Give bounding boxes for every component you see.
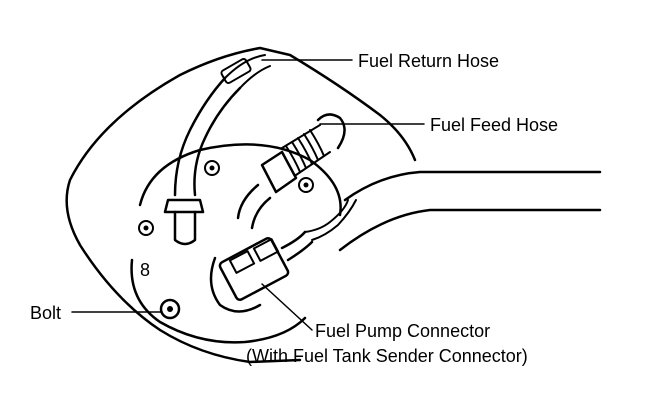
leader-line-fuel-pump-connector	[261, 283, 313, 331]
label-fuel-pump-connector: Fuel Pump Connector	[315, 321, 490, 341]
bolt-marking-text: 8	[140, 260, 150, 280]
fuel-feed-hose	[236, 113, 346, 230]
sender-connector-wire	[311, 199, 357, 241]
label-fuel-return-hose: Fuel Return Hose	[358, 51, 499, 71]
label-sender-connector-note: (With Fuel Tank Sender Connector)	[246, 346, 528, 366]
fuel-pump-connector	[209, 199, 349, 313]
tank-housing-outline	[65, 46, 417, 364]
fuel-return-hose	[163, 54, 271, 246]
mounting-bolt-left	[138, 220, 154, 236]
tank-side-tube	[338, 170, 602, 252]
mounting-bolt-bottom	[159, 298, 181, 320]
mounting-bolt-top	[204, 160, 220, 176]
pump-mounting-plate	[130, 143, 342, 344]
mounting-bolt-right	[298, 177, 314, 193]
label-bolt: Bolt	[30, 303, 61, 323]
label-fuel-feed-hose: Fuel Feed Hose	[430, 115, 558, 135]
